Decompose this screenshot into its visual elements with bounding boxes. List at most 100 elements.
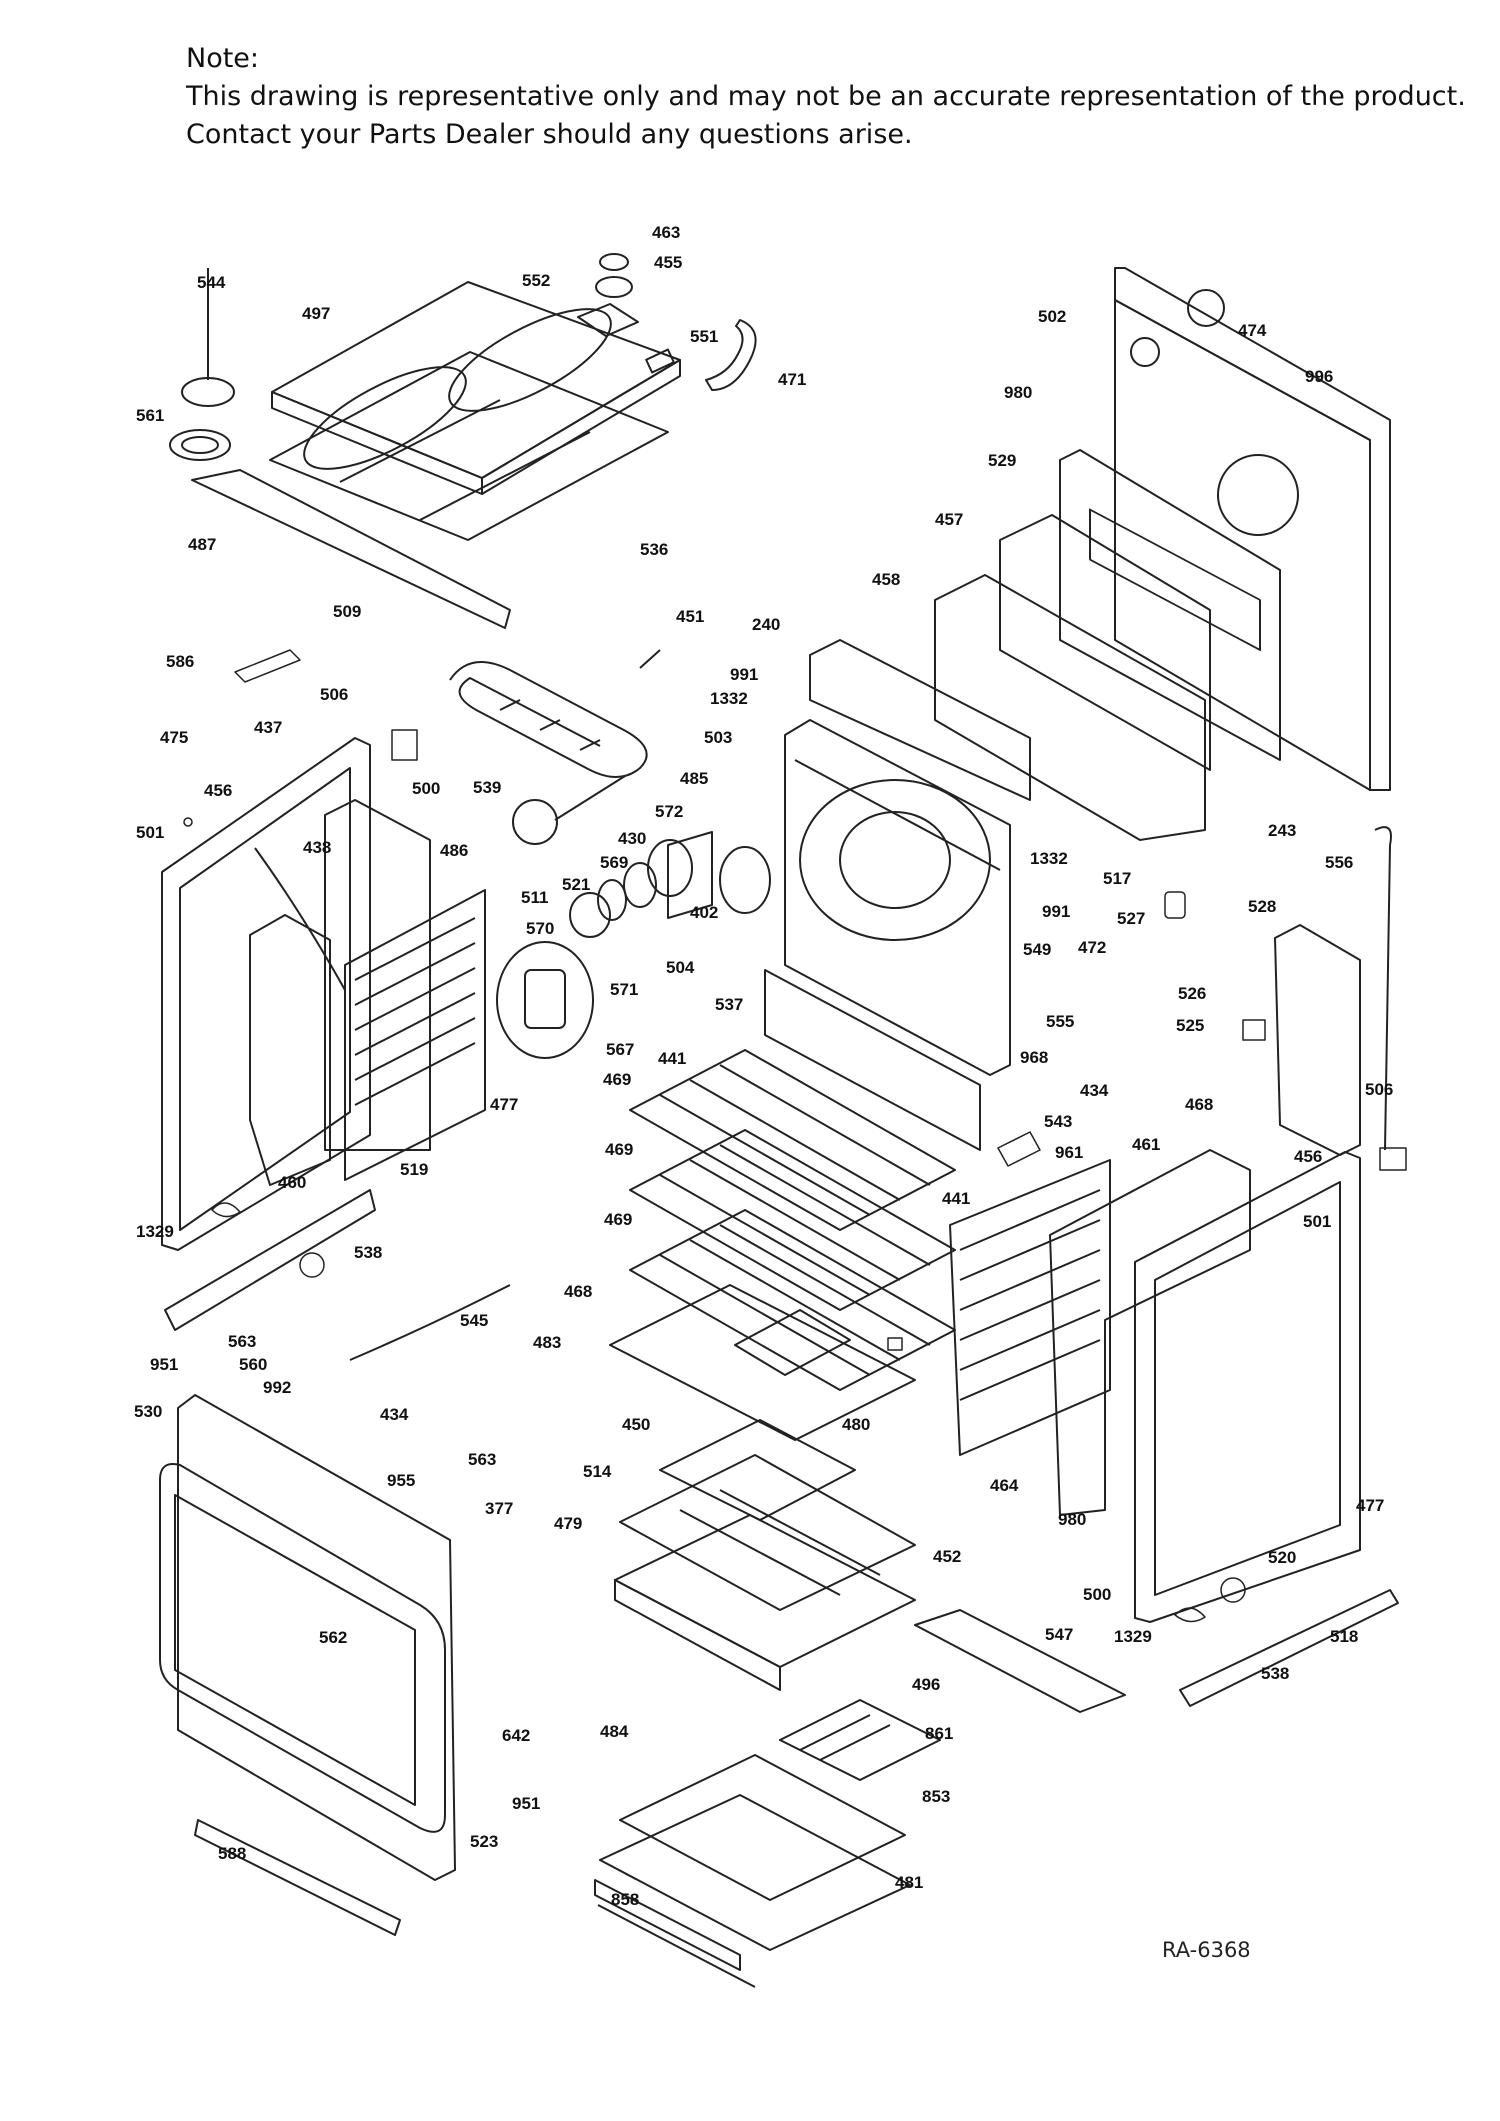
part-label-858: 858 xyxy=(611,1890,639,1909)
part-label-450: 450 xyxy=(622,1415,650,1434)
part-label-477: 477 xyxy=(490,1095,518,1114)
storage-drawer xyxy=(594,1754,911,1988)
part-label-477: 477 xyxy=(1356,1496,1384,1515)
insulation-pad-458 xyxy=(934,574,1206,841)
part-label-537: 537 xyxy=(715,995,743,1014)
front-strip xyxy=(914,1609,1126,1713)
part-label-536: 536 xyxy=(640,540,668,559)
part-label-485: 485 xyxy=(680,769,708,788)
part-label-514: 514 xyxy=(583,1462,612,1481)
part-label-991: 991 xyxy=(730,665,758,684)
part-label-991: 991 xyxy=(1042,902,1070,921)
part-number-labels: 4634555525444975514715024749969805615294… xyxy=(134,223,1393,1909)
part-label-525: 525 xyxy=(1176,1016,1204,1035)
part-label-562: 562 xyxy=(319,1628,347,1647)
oven-door xyxy=(159,1394,456,1936)
part-label-530: 530 xyxy=(134,1402,162,1421)
part-label-961: 961 xyxy=(1055,1143,1083,1162)
part-label-469: 469 xyxy=(605,1140,633,1159)
part-label-500: 500 xyxy=(412,779,440,798)
part-label-438: 438 xyxy=(303,838,331,857)
part-label-486: 486 xyxy=(440,841,468,860)
part-label-458: 458 xyxy=(872,570,900,589)
part-label-539: 539 xyxy=(473,778,501,797)
part-label-853: 853 xyxy=(922,1787,950,1806)
part-label-523: 523 xyxy=(470,1832,498,1851)
hardware-parts xyxy=(183,649,1407,1623)
part-label-451: 451 xyxy=(676,607,704,626)
part-label-468: 468 xyxy=(564,1282,592,1301)
part-label-481: 481 xyxy=(895,1873,923,1892)
part-label-1329: 1329 xyxy=(136,1222,174,1241)
note-heading: Note: xyxy=(186,43,260,74)
part-label-461: 461 xyxy=(1132,1135,1160,1154)
oven-racks xyxy=(629,1049,956,1391)
part-label-468: 468 xyxy=(1185,1095,1213,1114)
part-label-551: 551 xyxy=(690,327,718,346)
part-label-511: 511 xyxy=(521,888,548,907)
part-label-951: 951 xyxy=(512,1794,540,1813)
part-label-561: 561 xyxy=(136,406,164,425)
part-label-567: 567 xyxy=(606,1040,634,1059)
part-label-377: 377 xyxy=(485,1499,513,1518)
part-label-471: 471 xyxy=(778,370,806,389)
part-label-586: 586 xyxy=(166,652,194,671)
front-duct xyxy=(764,969,981,1151)
part-label-552: 552 xyxy=(522,271,550,290)
part-label-521: 521 xyxy=(562,875,590,894)
part-label-504: 504 xyxy=(666,958,695,977)
part-label-572: 572 xyxy=(655,802,683,821)
bake-element-assembly xyxy=(614,1419,916,1691)
part-label-501: 501 xyxy=(136,823,164,842)
convection-fan-assembly xyxy=(496,775,771,1059)
part-label-543: 543 xyxy=(1044,1112,1072,1131)
part-label-571: 571 xyxy=(610,980,638,999)
part-label-642: 642 xyxy=(502,1726,530,1745)
note-line: Contact your Parts Dealer should any que… xyxy=(186,119,913,150)
part-label-509: 509 xyxy=(333,602,361,621)
wire-harness xyxy=(349,1284,511,1361)
thermostat-assembly xyxy=(169,268,235,461)
part-label-980: 980 xyxy=(1058,1510,1086,1529)
part-label-569: 569 xyxy=(600,853,628,872)
disclaimer-note: Note: This drawing is representative onl… xyxy=(186,40,1466,154)
right-lower-trim xyxy=(1179,1589,1399,1707)
part-label-497: 497 xyxy=(302,304,330,323)
part-label-588: 588 xyxy=(218,1844,246,1863)
right-rack-support xyxy=(949,1159,1111,1456)
part-label-518: 518 xyxy=(1330,1627,1358,1646)
part-label-430: 430 xyxy=(618,829,646,848)
drawing-id: RA-6368 xyxy=(1162,1938,1251,1962)
warmer-element xyxy=(779,1699,941,1781)
part-label-996: 996 xyxy=(1305,367,1333,386)
left-side-panel xyxy=(161,737,371,1251)
part-label-441: 441 xyxy=(658,1049,686,1068)
part-label-1332: 1332 xyxy=(710,689,748,708)
part-label-434: 434 xyxy=(380,1405,409,1424)
part-label-1329: 1329 xyxy=(1114,1627,1152,1646)
part-label-506: 506 xyxy=(1365,1080,1393,1099)
part-label-517: 517 xyxy=(1103,869,1131,888)
part-label-527: 527 xyxy=(1117,909,1145,928)
part-label-555: 555 xyxy=(1046,1012,1074,1031)
part-label-519: 519 xyxy=(400,1160,428,1179)
top-insulation xyxy=(269,351,669,541)
part-label-501: 501 xyxy=(1303,1212,1331,1231)
part-label-570: 570 xyxy=(526,919,554,938)
part-label-484: 484 xyxy=(600,1722,629,1741)
rear-panel xyxy=(1114,267,1391,791)
part-label-951: 951 xyxy=(150,1355,178,1374)
part-label-463: 463 xyxy=(652,223,680,242)
part-label-441: 441 xyxy=(942,1189,970,1208)
part-label-460: 460 xyxy=(278,1173,306,1192)
part-label-456: 456 xyxy=(1294,1147,1322,1166)
oven-bottom xyxy=(609,1284,916,1441)
part-label-456: 456 xyxy=(204,781,232,800)
part-label-503: 503 xyxy=(704,728,732,747)
part-label-563: 563 xyxy=(228,1332,256,1351)
part-label-526: 526 xyxy=(1178,984,1206,1003)
left-lower-trim xyxy=(164,1189,376,1331)
part-label-992: 992 xyxy=(263,1378,291,1397)
left-rack-support xyxy=(249,799,486,1186)
